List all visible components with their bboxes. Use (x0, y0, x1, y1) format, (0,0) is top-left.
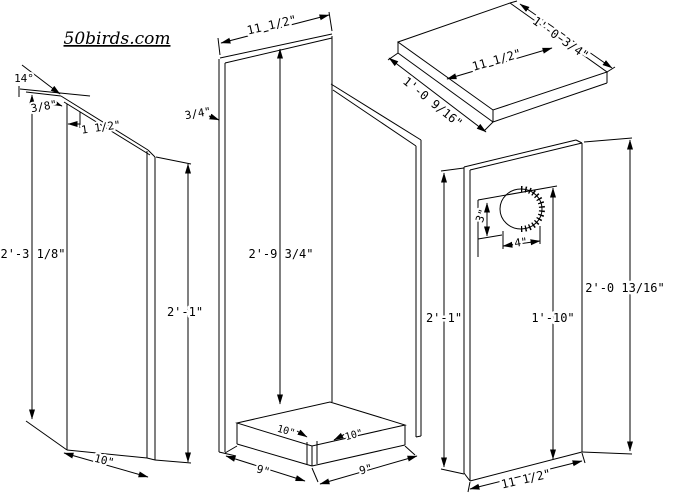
roof-right-edge-dim: 1'-0 3/4" (530, 14, 591, 63)
floor-bottom-depth-dim: 9" (255, 462, 271, 478)
site-title: 50birds.com (64, 29, 171, 49)
side-back-height-dim: 2'-3 1/8" (0, 247, 65, 261)
front-panel-drawing: 3" 4" 2'-1" 1'-10" 2'-0 13/16" 11 1/2" (423, 137, 667, 494)
floor-top-depth-dim: 10" (276, 424, 296, 440)
hole-to-bottom-dim: 1'-10" (531, 311, 574, 325)
side-roof-angle-dim: 14° (14, 72, 34, 85)
roof-face-width-dim: 11 1/2" (470, 46, 522, 73)
back-height-dim: 2'-9 3/4" (248, 247, 313, 261)
back-thickness-dim: 3/4" (184, 105, 212, 122)
front-back-height-dim: 2'-0 13/16" (585, 281, 664, 295)
entrance-hole-hatching (520, 186, 545, 232)
side-front-height-dim: 2'-1" (167, 305, 203, 319)
front-width-dim: 11 1/2" (500, 466, 552, 491)
floor-top-width-dim: 10" (344, 428, 364, 443)
floor-bottom-width-dim: 9" (358, 462, 374, 478)
floor-board-drawing: 10" 10" 9" 9" (224, 401, 418, 485)
back-panel-drawing: 11 1/2" 3/4" 2'-9 3/4" (182, 10, 422, 457)
hole-width-dim: 4" (513, 235, 528, 250)
side-panel-drawing: 14° 3/8" 1 1/2" 2'-3 1/8" 2'-1" 10" (0, 64, 206, 478)
side-bevel-dim: 3/8" (30, 98, 58, 115)
side-bottom-width-dim: 10" (93, 452, 115, 469)
roof-board-drawing: 1'-0 3/4" 11 1/2" 1'-0 9/16" (387, 0, 616, 133)
back-top-width-dim: 11 1/2" (246, 13, 298, 38)
front-height-dim: 2'-1" (426, 311, 462, 325)
